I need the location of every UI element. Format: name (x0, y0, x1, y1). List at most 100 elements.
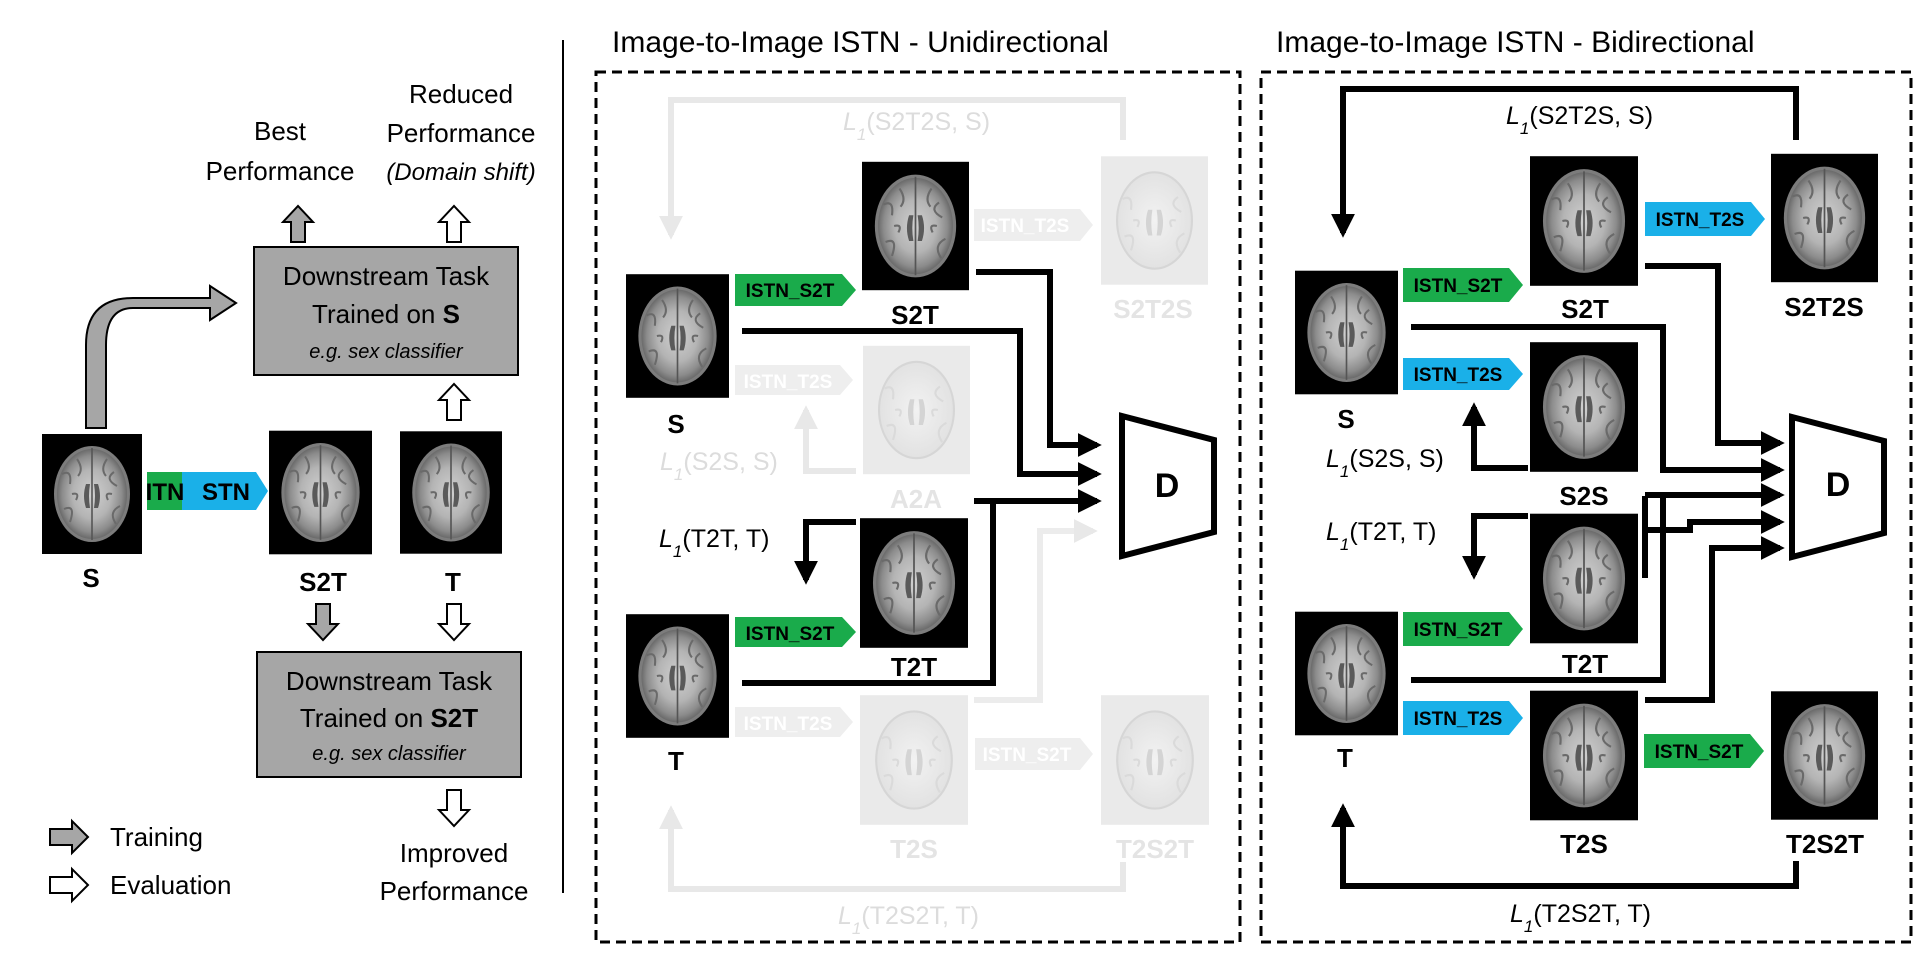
box2-line3: e.g. sex classifier (312, 743, 467, 765)
uni-faded-image-t2s (860, 694, 968, 826)
bi-label-t: T (1337, 743, 1353, 773)
bi-loop-top (1331, 86, 1799, 238)
uni-faded-loop-top (659, 97, 1126, 240)
uni-loss-t2t: L1(T2T, T) (659, 525, 769, 561)
uni-istn-s2t-bottom (735, 617, 856, 647)
bi-istn-t2s-bottom (1403, 701, 1523, 735)
uni-faded-istn-s2t-bottom-label: ISTN_S2T (983, 745, 1072, 766)
training-curved-arrow-icon (85, 284, 238, 429)
bi-label-s2t2s: S2T2S (1784, 292, 1864, 322)
downstream-task-box-s2t (256, 651, 522, 778)
bi-label-t2s2t: T2S2T (1786, 829, 1864, 859)
bi-istn-s2t-mid-label: ISTN_S2T (1414, 620, 1503, 641)
uni-faded-istn-t2s-top (974, 209, 1093, 241)
bi-image-s2t2s (1771, 152, 1878, 284)
uni-faded-group: L1(S2T2S, S) ISTN_T2S S2T2S ISTN_T2S A2A… (659, 97, 1209, 938)
uni-istn-s2t-top-label: ISTN_S2T (746, 281, 835, 302)
reduced-performance-line2: Performance (387, 118, 536, 148)
uni-label-s: S (667, 409, 684, 439)
bi-arrow-s2t-to-d (1645, 263, 1785, 455)
domain-shift-note: (Domain shift) (386, 159, 535, 186)
bi-istn-t2s-mid (1403, 358, 1523, 390)
bi-arrow-t-to-d (1411, 496, 1666, 683)
reduced-performance-line1: Reduced (409, 79, 513, 109)
label-s: S (82, 563, 99, 593)
bi-image-t2s (1530, 690, 1638, 821)
uni-label-s2t: S2T (891, 300, 939, 330)
uni-discriminator (1119, 412, 1217, 560)
legend-training-label: Training (110, 822, 203, 852)
uni-image-s (626, 273, 729, 399)
best-performance-line1: Best (254, 116, 307, 146)
brain-image-t (400, 430, 502, 555)
uni-faded-image-a2a (863, 345, 970, 475)
evaluation-up-arrow-t-icon (436, 382, 472, 421)
bi-istn-s2t-mid (1403, 612, 1523, 646)
legend-training-arrow-icon (49, 818, 90, 856)
uni-istn-s2t-bottom-label: ISTN_S2T (746, 624, 835, 645)
box2-line1: Downstream Task (286, 666, 493, 696)
uni-loss-s2t2s: L1(S2T2S, S) (843, 108, 990, 144)
improved-performance-line2: Performance (380, 876, 529, 906)
best-performance-line2: Performance (206, 156, 355, 186)
downstream-task-box-s (253, 246, 519, 376)
bi-istn-s2t-bottom (1644, 734, 1764, 768)
brain-image-s2t (269, 430, 372, 555)
uni-frame (594, 70, 1242, 944)
legend-evaluation-arrow-icon (49, 866, 90, 904)
left-panel: Best Performance Reduced Performance (Do… (42, 79, 536, 906)
uni-label-t2s2t: T2S2T (1116, 834, 1194, 864)
box1-line2: Trained on S (312, 299, 460, 329)
bi-label-s2s: S2S (1559, 481, 1608, 511)
bi-label-s2t: S2T (1561, 294, 1609, 324)
uni-label-s2t2s: S2T2S (1113, 294, 1193, 324)
uni-faded-istn-t2s-top-label: ISTN_T2S (981, 216, 1070, 237)
bi-loss-s2s: L1(S2S, S) (1326, 445, 1444, 481)
uni-faded-istn-t2s-bottom-label: ISTN_T2S (744, 714, 833, 735)
stn-block (182, 472, 268, 510)
unidirectional-panel: Image-to-Image ISTN - Unidirectional L1(… (594, 26, 1242, 944)
bi-loss-s2t2s: L1(S2T2S, S) (1506, 102, 1653, 138)
bi-image-s (1295, 269, 1398, 396)
bi-loop-bottom (1331, 803, 1799, 889)
evaluation-down-arrow-improved-icon (436, 789, 472, 828)
uni-faded-arrow-to-d (974, 519, 1098, 703)
uni-arrow-t2t-loss (794, 519, 856, 585)
bi-image-s2s (1530, 341, 1638, 473)
improved-performance-line1: Improved (400, 838, 508, 868)
uni-faded-istn-t2s-mid-label: ISTN_T2S (744, 372, 833, 393)
box1-line1: Downstream Task (283, 261, 490, 291)
uni-label-t: T (668, 746, 684, 776)
uni-arrow-s-to-d (742, 328, 1102, 486)
bi-arrow-s-to-d (1411, 324, 1785, 482)
uni-arrow-t-to-d-vertical (742, 502, 996, 686)
bi-istn-t2s-top (1645, 202, 1765, 236)
uni-faded-image-s2t2s (1101, 156, 1208, 285)
uni-faded-istn-s2t-bottom (975, 738, 1093, 770)
bi-istn-t2s-mid-label: ISTN_T2S (1414, 365, 1503, 386)
bi-istn-s2t-top-label: ISTN_S2T (1414, 276, 1503, 297)
bi-discriminator (1789, 413, 1887, 561)
bi-discriminator-label: D (1826, 466, 1851, 504)
itn-block (147, 472, 182, 510)
uni-faded-istn-t2s-bottom (735, 707, 853, 737)
uni-faded-loop-bottom (659, 805, 1126, 892)
bi-loss-t2s2t: L1(T2S2T, T) (1510, 900, 1651, 936)
uni-faded-arrow-s2s (794, 405, 856, 474)
uni-title: Image-to-Image ISTN - Unidirectional (612, 26, 1109, 59)
uni-label-a2a: A2A (890, 484, 942, 514)
uni-arrow-s2t-to-d (976, 269, 1102, 457)
uni-discriminator-label: D (1155, 467, 1180, 505)
bi-frame (1259, 70, 1913, 944)
bi-title: Image-to-Image ISTN - Bidirectional (1276, 26, 1755, 59)
uni-faded-image-t2s2t (1101, 694, 1209, 826)
bi-image-t2t (1530, 512, 1638, 645)
bi-label-s: S (1337, 404, 1354, 434)
bi-istn-t2s-bottom-label: ISTN_T2S (1414, 709, 1503, 730)
bi-image-t (1295, 610, 1398, 737)
training-up-arrow-icon (280, 204, 316, 243)
legend-evaluation-label: Evaluation (110, 870, 231, 900)
uni-label-t2s: T2S (890, 834, 938, 864)
bidirectional-panel: Image-to-Image ISTN - Bidirectional L1(S… (1259, 26, 1913, 944)
bi-istn-s2t-bottom-label: ISTN_S2T (1655, 742, 1744, 763)
